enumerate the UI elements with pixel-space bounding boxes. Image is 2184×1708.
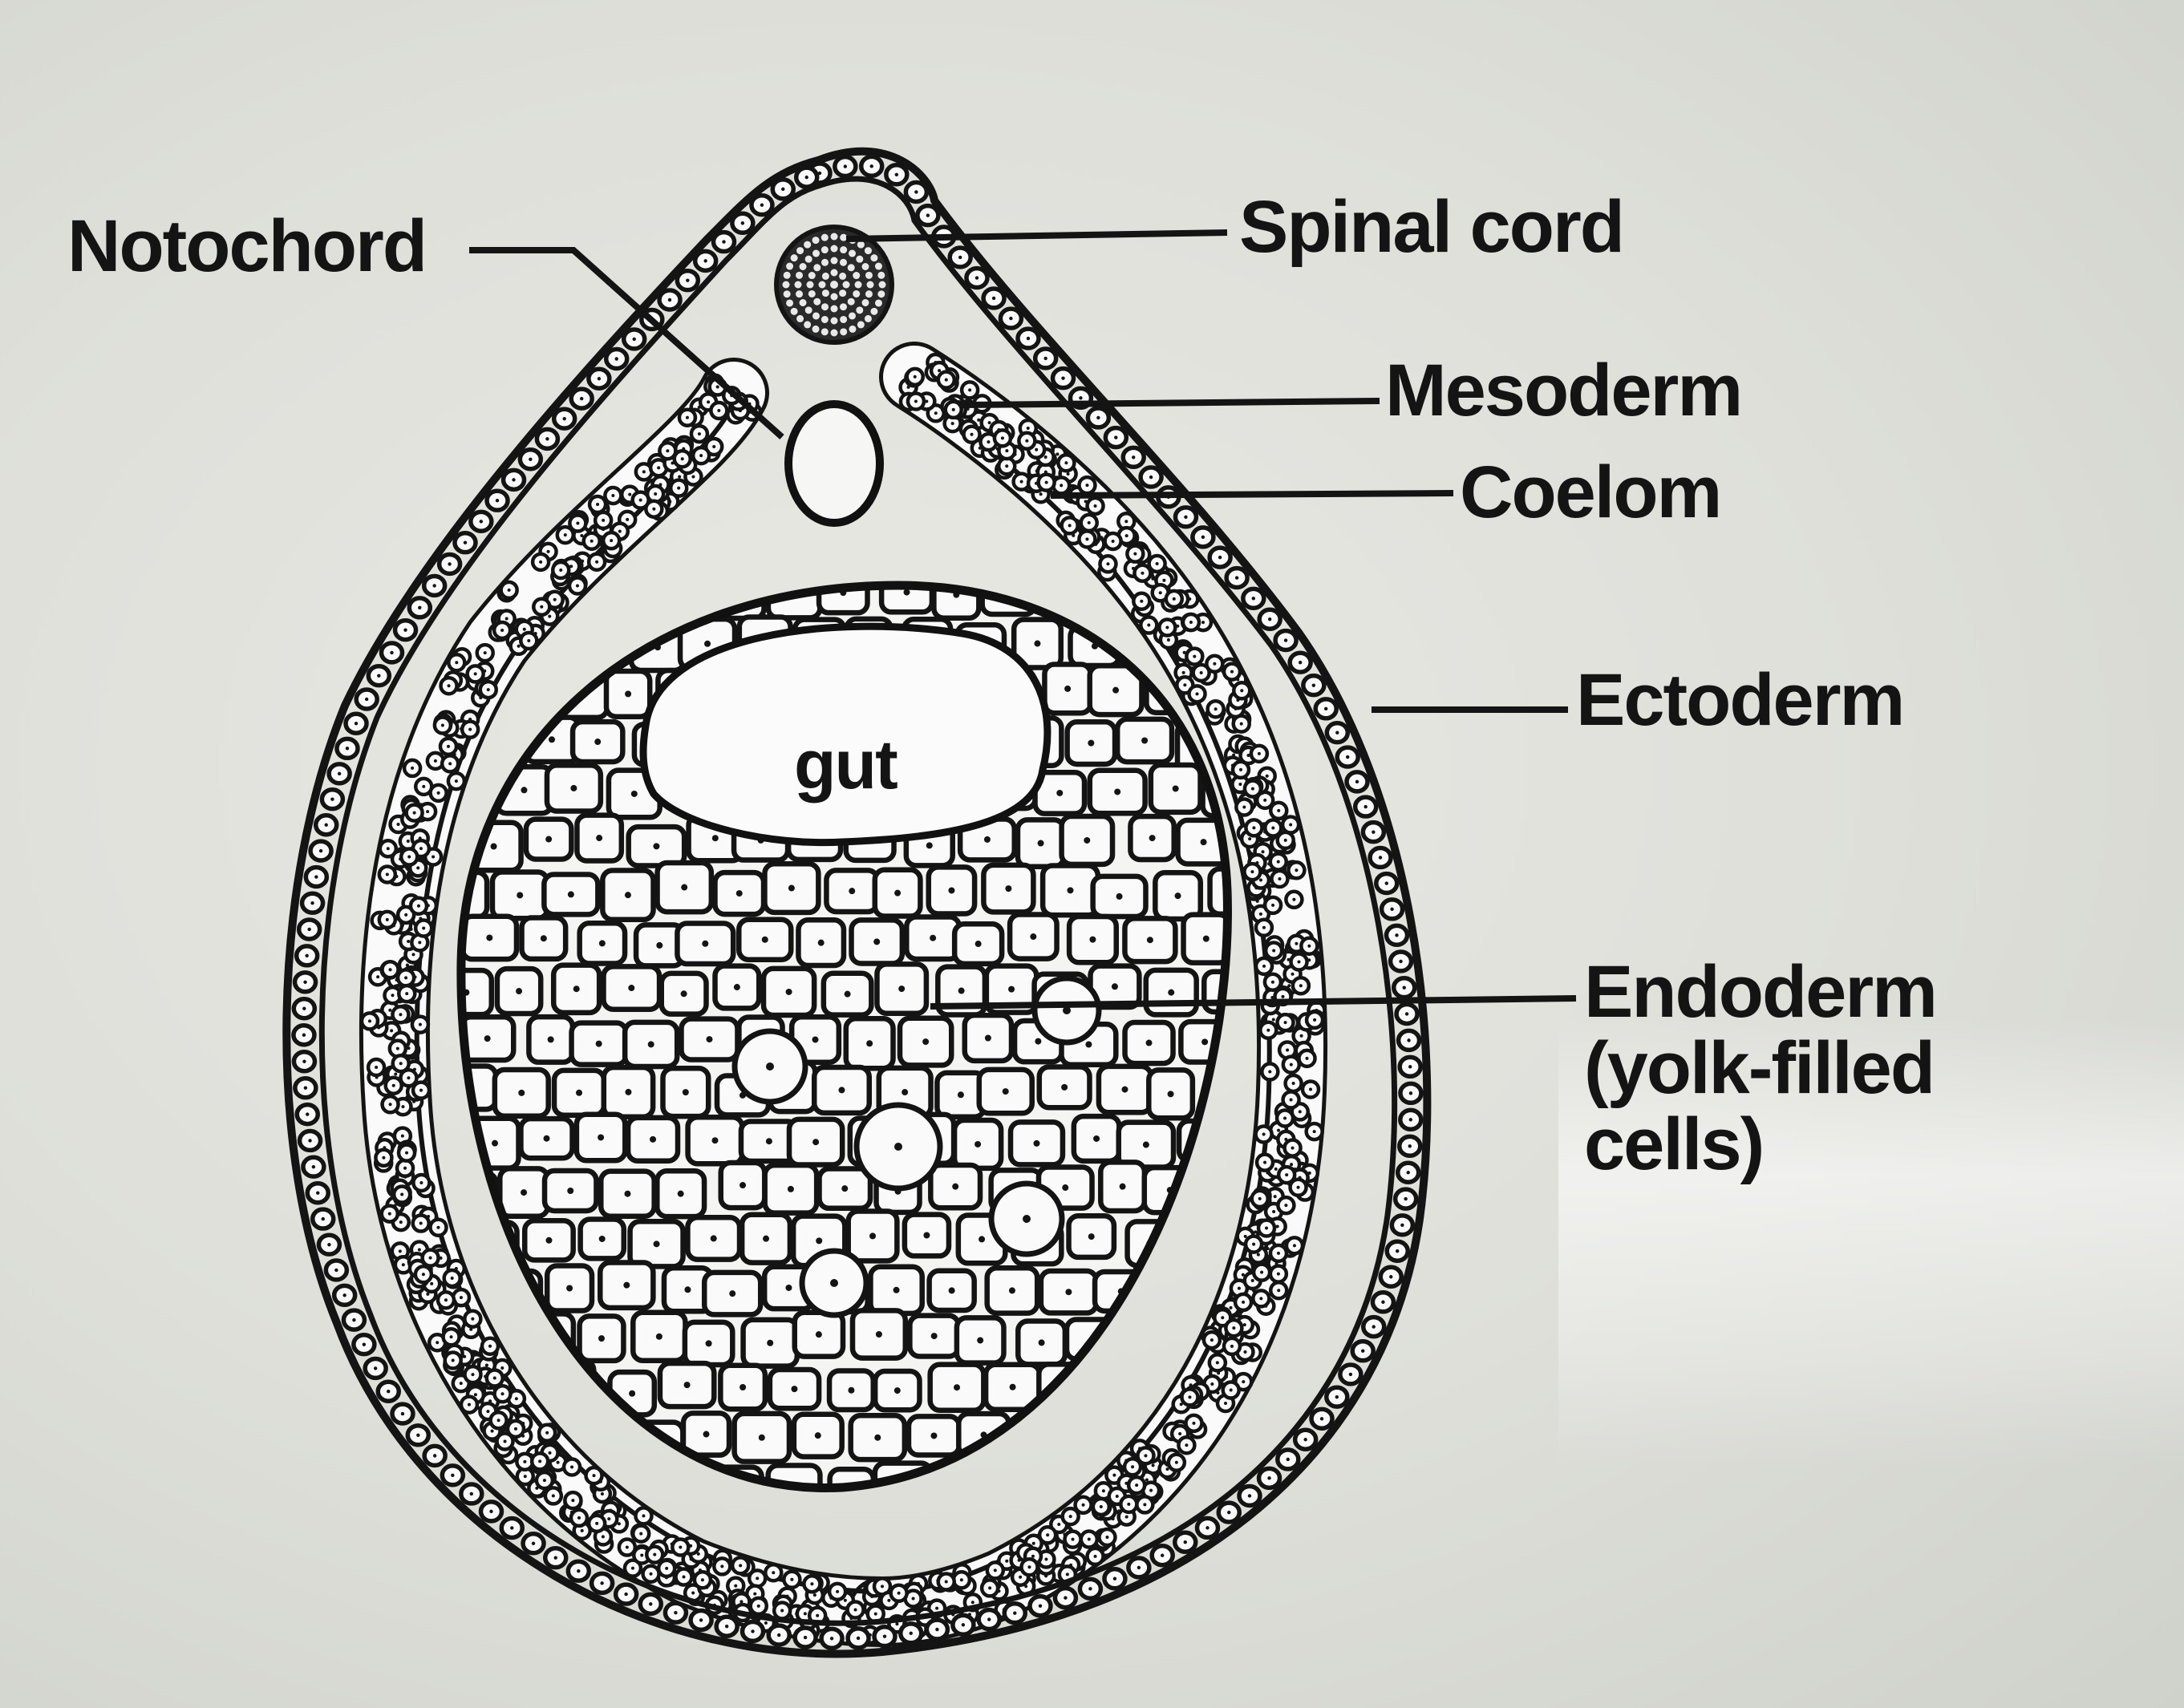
- label-endoderm-line3: cells): [1584, 1103, 1765, 1185]
- leader-lines: [469, 229, 1577, 1010]
- endoderm-outline: [456, 581, 1232, 1492]
- notochord: [784, 400, 884, 527]
- label-notochord: Notochord: [67, 205, 427, 287]
- label-endoderm-line1: Endoderm: [1584, 951, 1938, 1033]
- label-gut: gut: [794, 727, 898, 803]
- label-endoderm: Endoderm (yolk-filled cells): [1584, 951, 1938, 1185]
- mesoderm-layers: [359, 342, 1328, 1647]
- label-ectoderm: Ectoderm: [1576, 659, 1905, 741]
- label-endoderm-line2: (yolk-filled: [1584, 1026, 1935, 1109]
- gut-cavity: [639, 622, 1051, 847]
- label-coelom: Coelom: [1460, 451, 1722, 533]
- label-mesoderm: Mesoderm: [1385, 350, 1743, 431]
- spinal-cord: [774, 225, 894, 345]
- label-spinal-cord: Spinal cord: [1239, 186, 1625, 268]
